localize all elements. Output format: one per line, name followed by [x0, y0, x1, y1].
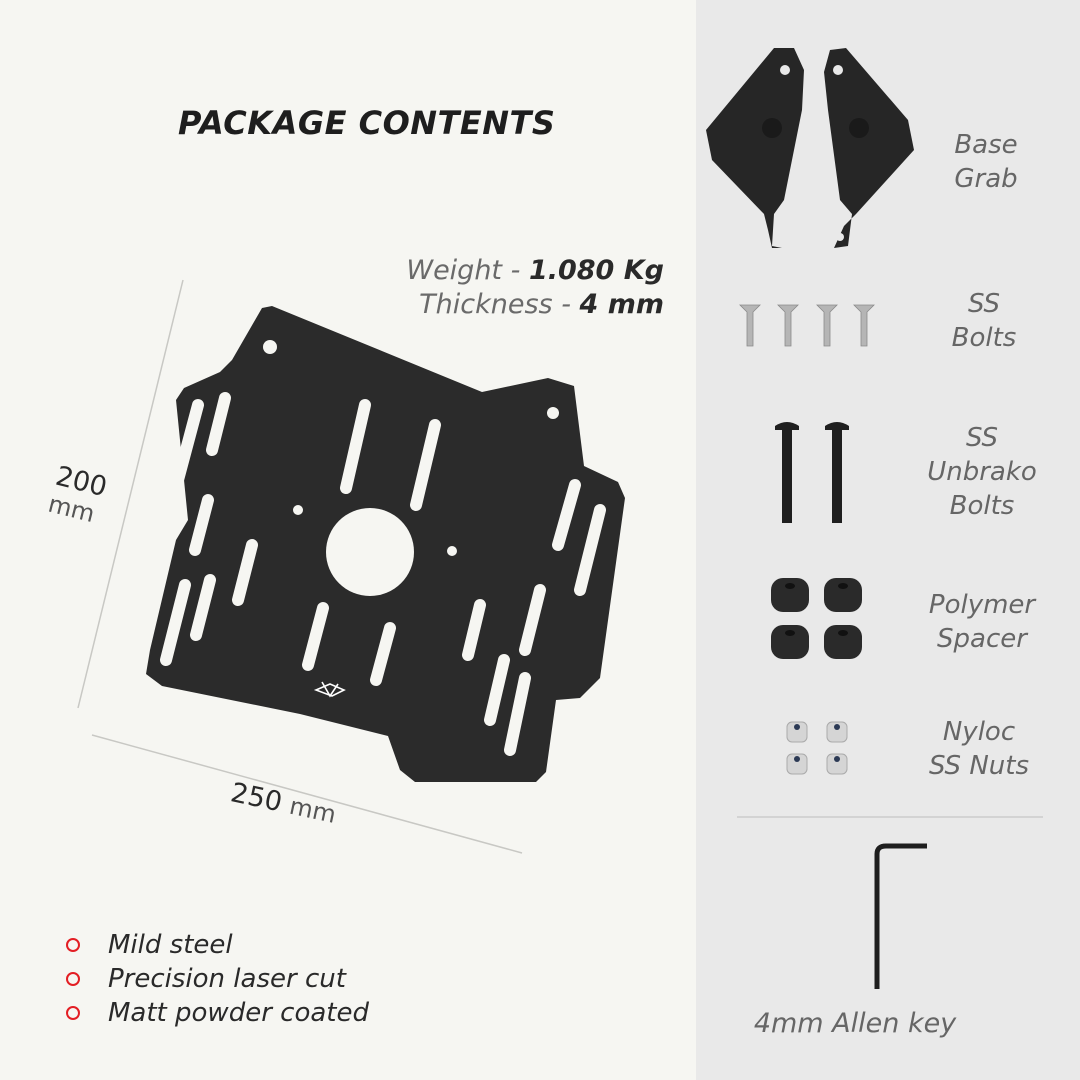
item-label-base-grab: Base Grab [906, 128, 1066, 196]
feature-label: Matt powder coated [108, 998, 369, 1028]
width-dimension-line [91, 734, 523, 854]
label-line: SS [965, 423, 999, 453]
label-line: Base [954, 130, 1018, 160]
polymer-spacer-icon [771, 578, 862, 659]
contents-illustrations [706, 48, 927, 989]
item-label-ss-bolts: SS Bolts [904, 287, 1064, 355]
weight-value: 1.080 Kg [528, 255, 664, 286]
nyloc-nut-icon [786, 721, 848, 775]
specs-block: Weight - 1.080 Kg Thickness - 4 mm [406, 254, 664, 322]
label-line: Bolts [949, 491, 1015, 521]
height-dimension-line [77, 279, 184, 709]
allen-key-icon [874, 843, 927, 989]
feature-label: Precision laser cut [108, 964, 346, 994]
label-line: Polymer [928, 590, 1036, 620]
label-line: Grab [954, 164, 1018, 194]
circle-bullet-icon [66, 938, 80, 952]
item-label-polymer-spacer: Polymer Spacer [902, 588, 1062, 656]
page-title: PACKAGE CONTENTS [178, 104, 556, 142]
label-line: Spacer [937, 624, 1027, 654]
thickness-value: 4 mm [579, 289, 664, 320]
item-label-nyloc-nuts: Nyloc SS Nuts [899, 715, 1059, 783]
feature-item: Mild steel [66, 928, 369, 962]
label-line: Unbrako [927, 457, 1037, 487]
label-line: SS [967, 289, 1001, 319]
circle-bullet-icon [66, 972, 80, 986]
thickness-spec: Thickness - 4 mm [406, 288, 664, 322]
features-list: Mild steel Precision laser cut Matt powd… [66, 928, 369, 1030]
item-label-unbrako-bolts: SS Unbrako Bolts [902, 421, 1062, 523]
brand-logo-icon [313, 681, 346, 698]
label-line: SS Nuts [928, 751, 1029, 781]
top-plate-icon [146, 306, 625, 782]
weight-spec: Weight - 1.080 Kg [406, 254, 664, 288]
item-label-allen-key: 4mm Allen key [753, 1008, 957, 1039]
circle-bullet-icon [66, 1006, 80, 1020]
thickness-label: Thickness - [419, 289, 580, 320]
base-grab-bracket-icon [706, 48, 914, 248]
feature-item: Precision laser cut [66, 962, 369, 996]
feature-label: Mild steel [108, 930, 233, 960]
countersunk-bolt-icon [739, 304, 875, 347]
section-divider [737, 816, 1043, 818]
weight-label: Weight - [406, 255, 529, 286]
label-line: Bolts [951, 323, 1017, 353]
plate-illustration [77, 279, 625, 854]
label-line: Nyloc [942, 717, 1016, 747]
feature-item: Matt powder coated [66, 996, 369, 1030]
unbrako-bolt-icon [775, 422, 849, 523]
